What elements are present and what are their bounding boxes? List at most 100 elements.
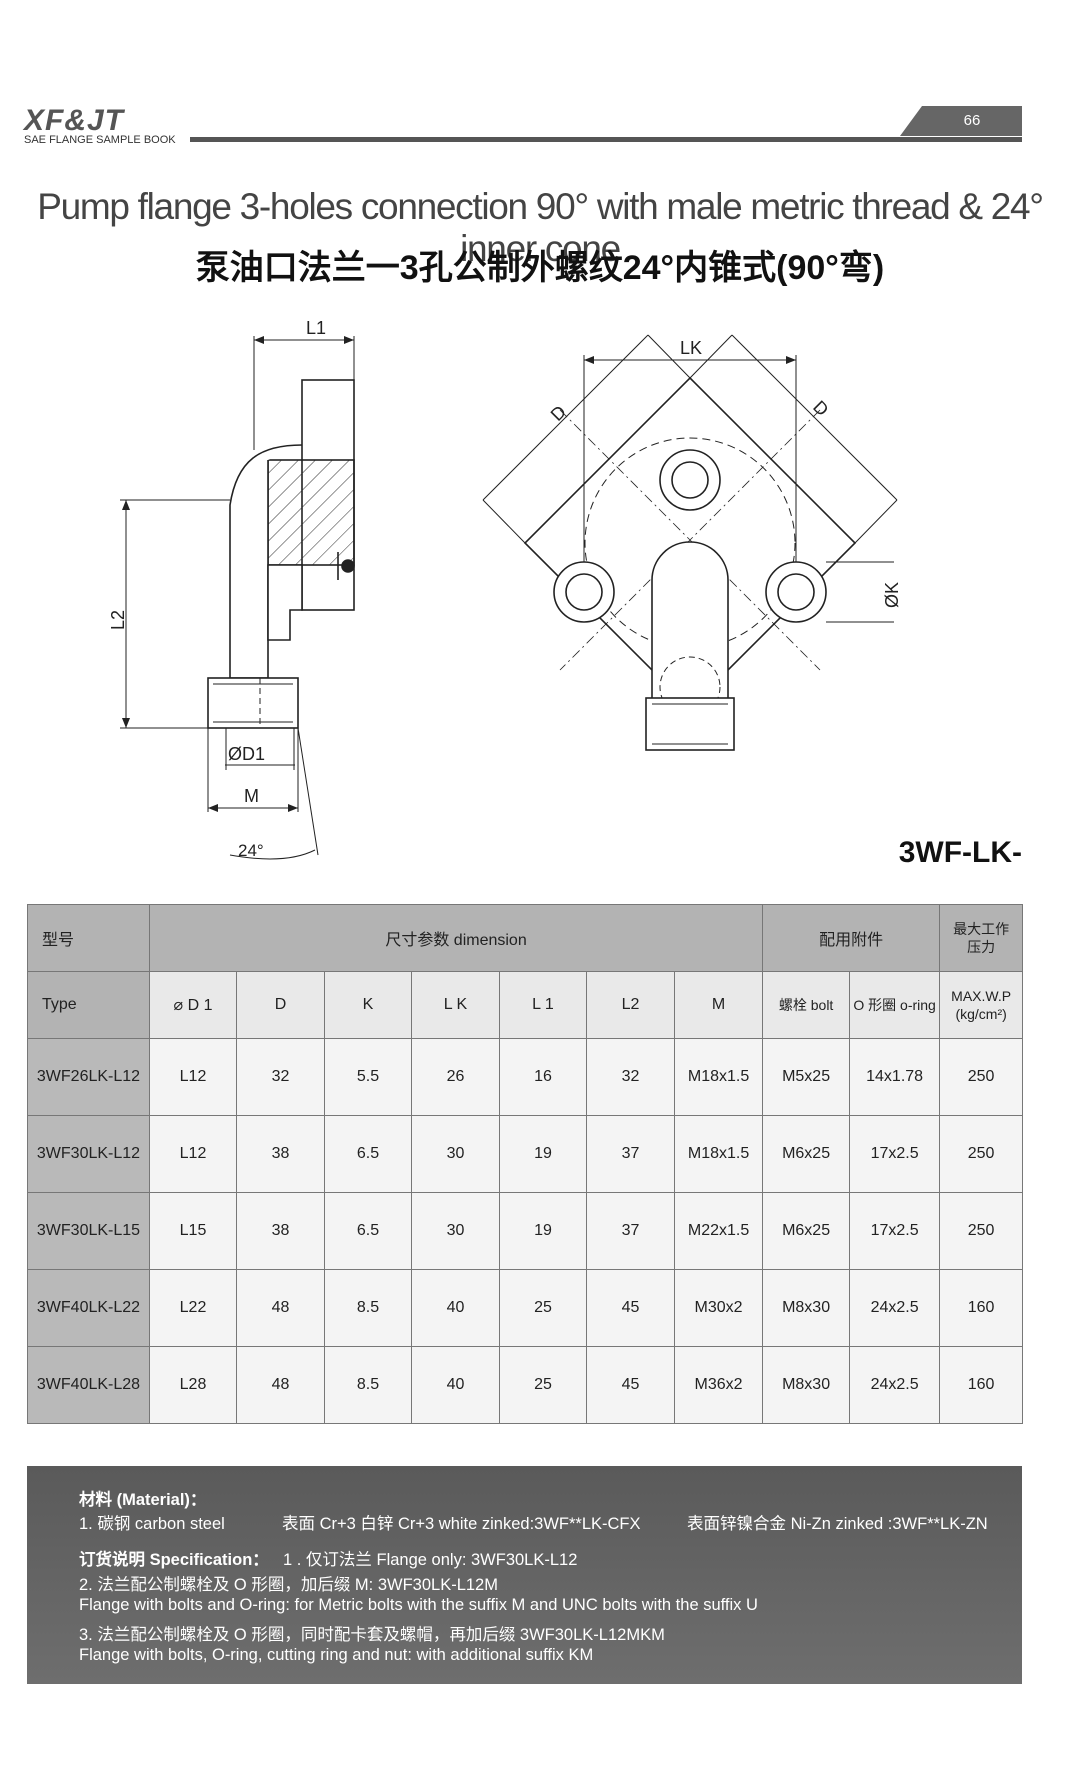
cell-k: 8.5 bbox=[324, 1269, 412, 1347]
table-row: 3WF40LK-L28 L28 48 8.5 40 25 45 M36x2 M8… bbox=[27, 1346, 1024, 1424]
header-model: 型号 bbox=[27, 904, 150, 972]
technical-drawing: L1 L2 ØD1 M 24° bbox=[108, 318, 902, 860]
cell-m: M22x1.5 bbox=[673, 1192, 764, 1270]
cell-lk: 30 bbox=[411, 1115, 500, 1193]
cell-m: M36x2 bbox=[673, 1346, 764, 1424]
col-l1: L 1 bbox=[499, 971, 587, 1039]
label-k: ØK bbox=[882, 582, 902, 608]
cell-d1: L28 bbox=[149, 1346, 237, 1424]
cell-l1: 16 bbox=[499, 1038, 587, 1116]
material-carbon-steel: 1. 碳钢 carbon steel bbox=[79, 1515, 225, 1533]
col-m: M bbox=[673, 971, 764, 1039]
cell-l2: 45 bbox=[586, 1269, 675, 1347]
cell-l1: 19 bbox=[499, 1115, 587, 1193]
cell-d: 48 bbox=[236, 1346, 325, 1424]
col-l2: L2 bbox=[586, 971, 675, 1039]
elbow-body bbox=[229, 444, 303, 679]
label-d-left: D bbox=[547, 401, 570, 424]
thread-nut bbox=[645, 697, 735, 751]
front-view bbox=[482, 334, 898, 751]
cell-oring: 24x2.5 bbox=[849, 1346, 941, 1424]
spec-table: 型号 尺寸参数 dimension 配用附件 最大工作压力 Type ⌀ D 1… bbox=[27, 904, 1024, 1424]
brand-subtitle: SAE FLANGE SAMPLE BOOK bbox=[24, 134, 176, 146]
cell-oring: 14x1.78 bbox=[849, 1038, 941, 1116]
spec-item-2-en: Flange with bolts and O-ring: for Metric… bbox=[79, 1596, 758, 1614]
cell-l2: 37 bbox=[586, 1192, 675, 1270]
cell-d1: L12 bbox=[149, 1038, 237, 1116]
table-row: 3WF30LK-L15 L15 38 6.5 30 19 37 M22x1.5 … bbox=[27, 1192, 1024, 1270]
cell-lk: 40 bbox=[411, 1269, 500, 1347]
cell-k: 6.5 bbox=[324, 1115, 412, 1193]
cell-l2: 45 bbox=[586, 1346, 675, 1424]
cell-l1: 25 bbox=[499, 1269, 587, 1347]
cell-d: 48 bbox=[236, 1269, 325, 1347]
cell-type: 3WF30LK-L15 bbox=[27, 1192, 150, 1270]
cell-wp: 250 bbox=[939, 1192, 1024, 1270]
cell-type: 3WF26LK-L12 bbox=[27, 1038, 150, 1116]
cell-bolt: M6x25 bbox=[762, 1192, 851, 1270]
side-view bbox=[120, 336, 355, 860]
cell-k: 6.5 bbox=[324, 1192, 412, 1270]
spec-item-3-en: Flange with bolts, O-ring, cutting ring … bbox=[79, 1646, 594, 1664]
title-chinese: 泵油口法兰一3孔公制外螺纹24°内锥式(90°弯) bbox=[195, 249, 885, 287]
label-m: M bbox=[244, 786, 259, 806]
cell-oring: 17x2.5 bbox=[849, 1192, 941, 1270]
outlet-tube bbox=[651, 541, 729, 698]
col-type: Type bbox=[27, 971, 150, 1039]
cell-d: 38 bbox=[236, 1115, 325, 1193]
cell-d1: L22 bbox=[149, 1269, 237, 1347]
series-code: 3WF-LK- bbox=[898, 836, 1022, 869]
material-title: 材料 (Material)： bbox=[79, 1491, 207, 1509]
cell-m: M18x1.5 bbox=[673, 1038, 764, 1116]
spec-item-3: 3. 法兰配公制螺栓及 O 形圈，同时配卡套及螺帽，再加后缀 3WF30LK-L… bbox=[79, 1626, 665, 1644]
header-rule bbox=[190, 137, 1022, 142]
cell-wp: 160 bbox=[939, 1269, 1024, 1347]
material-ni-zn: 表面锌镍合金 Ni-Zn zinked :3WF**LK-ZN bbox=[687, 1515, 988, 1533]
spec-title: 订货说明 Specification： bbox=[79, 1551, 269, 1569]
bolt-hole-right bbox=[765, 561, 827, 623]
label-d1: ØD1 bbox=[228, 744, 265, 764]
cell-lk: 30 bbox=[411, 1192, 500, 1270]
bolt-hole-top bbox=[659, 449, 721, 511]
brand-logo: XF&JT bbox=[24, 104, 125, 137]
table-row: 3WF26LK-L12 L12 32 5.5 26 16 32 M18x1.5 … bbox=[27, 1038, 1024, 1116]
label-angle: 24° bbox=[238, 841, 264, 860]
cell-type: 3WF40LK-L28 bbox=[27, 1346, 150, 1424]
oring-dot bbox=[341, 559, 355, 573]
cell-l2: 37 bbox=[586, 1115, 675, 1193]
cell-bolt: M6x25 bbox=[762, 1115, 851, 1193]
cell-l2: 32 bbox=[586, 1038, 675, 1116]
cell-type: 3WF40LK-L22 bbox=[27, 1269, 150, 1347]
cell-oring: 17x2.5 bbox=[849, 1115, 941, 1193]
col-d1: ⌀ D 1 bbox=[149, 971, 237, 1039]
cell-wp: 160 bbox=[939, 1346, 1024, 1424]
header-max-pressure: 最大工作压力 bbox=[939, 904, 1024, 972]
cell-d1: L15 bbox=[149, 1192, 237, 1270]
cell-m: M30x2 bbox=[673, 1269, 764, 1347]
table-row: 3WF30LK-L12 L12 38 6.5 30 19 37 M18x1.5 … bbox=[27, 1115, 1024, 1193]
col-lk: L K bbox=[411, 971, 500, 1039]
cell-d: 38 bbox=[236, 1192, 325, 1270]
hatched-section bbox=[267, 459, 355, 566]
cell-oring: 24x2.5 bbox=[849, 1269, 941, 1347]
label-d-right: D bbox=[809, 397, 832, 420]
col-bolt: 螺栓 bolt bbox=[762, 971, 851, 1039]
header-row-1: 型号 尺寸参数 dimension 配用附件 最大工作压力 bbox=[27, 904, 1024, 972]
cell-k: 5.5 bbox=[324, 1038, 412, 1116]
col-wp: MAX.W.P(kg/cm²) bbox=[939, 971, 1024, 1039]
notes-panel: 材料 (Material)： 1. 碳钢 carbon steel 表面 Cr+… bbox=[27, 1466, 1022, 1684]
spec-item-2: 2. 法兰配公制螺栓及 O 形圈，加后缀 M: 3WF30LK-L12M bbox=[79, 1576, 498, 1594]
header-dimension: 尺寸参数 dimension bbox=[148, 904, 764, 972]
cell-l1: 19 bbox=[499, 1192, 587, 1270]
cell-k: 8.5 bbox=[324, 1346, 412, 1424]
header-row-2: Type ⌀ D 1 D K L K L 1 L2 M 螺栓 bolt O 形圈… bbox=[27, 971, 1024, 1039]
label-l1: L1 bbox=[306, 318, 326, 338]
cell-bolt: M8x30 bbox=[762, 1346, 851, 1424]
cell-l1: 25 bbox=[499, 1346, 587, 1424]
cell-d: 32 bbox=[236, 1038, 325, 1116]
title-english: Pump flange 3-holes connection 90° with … bbox=[37, 186, 1044, 269]
cell-m: M18x1.5 bbox=[673, 1115, 764, 1193]
cell-bolt: M5x25 bbox=[762, 1038, 851, 1116]
col-oring: O 形圈 o-ring bbox=[849, 971, 941, 1039]
cell-type: 3WF30LK-L12 bbox=[27, 1115, 150, 1193]
